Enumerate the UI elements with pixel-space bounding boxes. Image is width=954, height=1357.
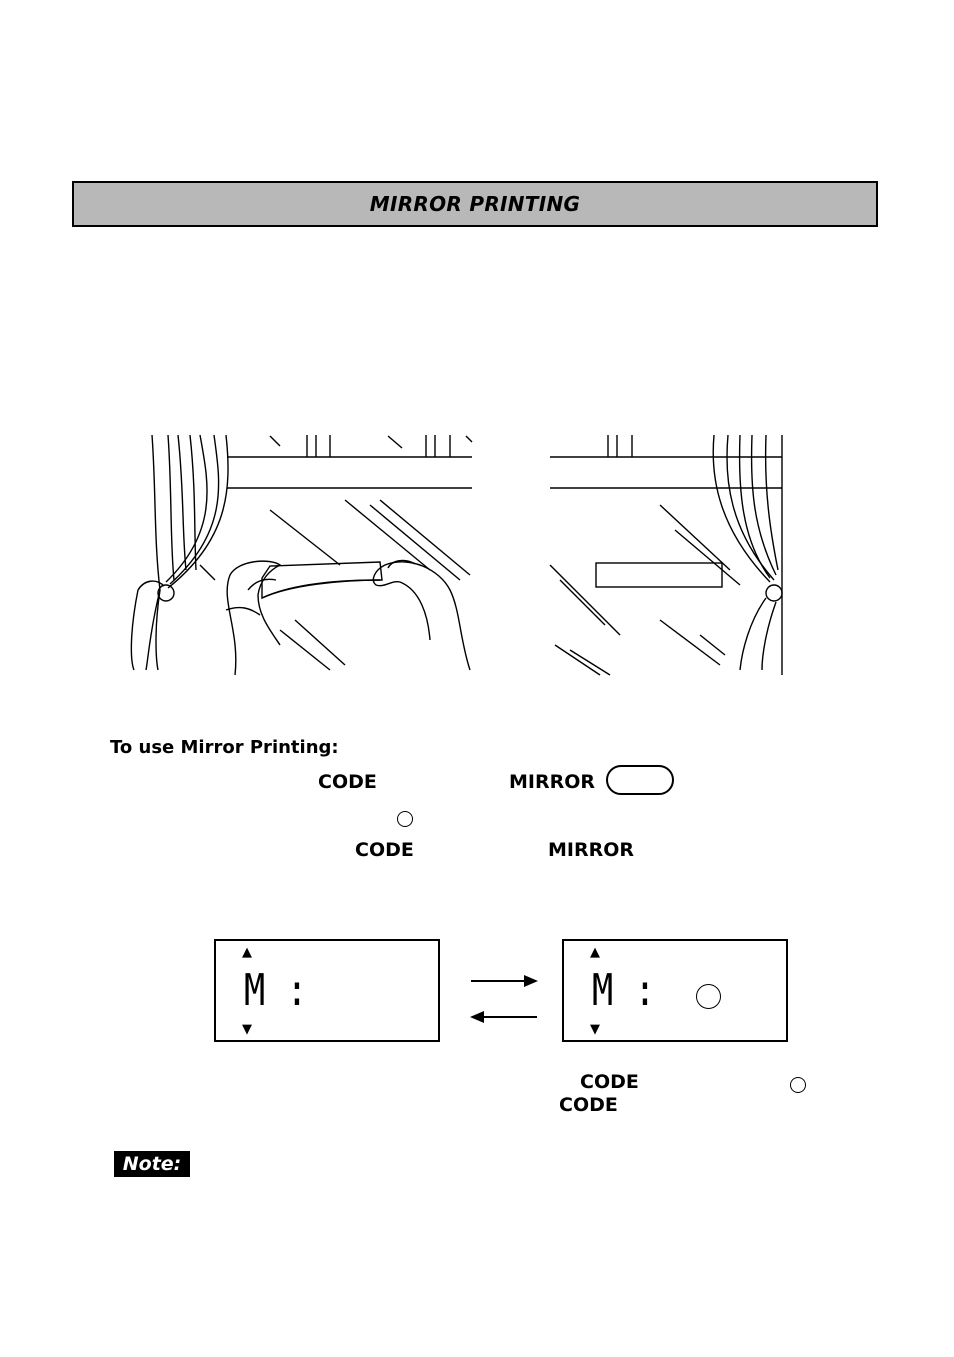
- mirror-key-label: MIRROR: [509, 771, 596, 793]
- triangle-up-icon: ▲: [242, 945, 252, 960]
- caption-code-key-2: CODE: [559, 1094, 618, 1116]
- code-key-label-2: CODE: [355, 839, 414, 861]
- triangle-up-icon: ▲: [590, 945, 600, 960]
- code-key-label: CODE: [318, 771, 377, 793]
- triangle-down-icon: ▼: [242, 1022, 252, 1037]
- instructions-heading: To use Mirror Printing:: [110, 737, 339, 758]
- section-header: MIRROR PRINTING: [72, 181, 878, 227]
- circle-icon: [790, 1077, 806, 1093]
- lcd-text: M :: [592, 965, 656, 1016]
- mirror-key-label-2: MIRROR: [548, 839, 635, 861]
- lcd-text: M :: [244, 965, 308, 1016]
- window-illustration: [130, 434, 783, 676]
- lcd-display-on: ▲ M : ▼: [562, 939, 788, 1042]
- mirror-key-icon: [606, 765, 674, 795]
- mirror-indicator-icon: [696, 984, 721, 1009]
- lcd-display-off: ▲ M : ▼: [214, 939, 440, 1042]
- section-title: MIRROR PRINTING: [369, 192, 581, 216]
- caption-code-key: CODE: [580, 1071, 639, 1093]
- note-label: Note:: [114, 1151, 190, 1177]
- toggle-arrows-icon: [470, 975, 538, 1023]
- circle-icon: [397, 811, 413, 827]
- triangle-down-icon: ▼: [590, 1022, 600, 1037]
